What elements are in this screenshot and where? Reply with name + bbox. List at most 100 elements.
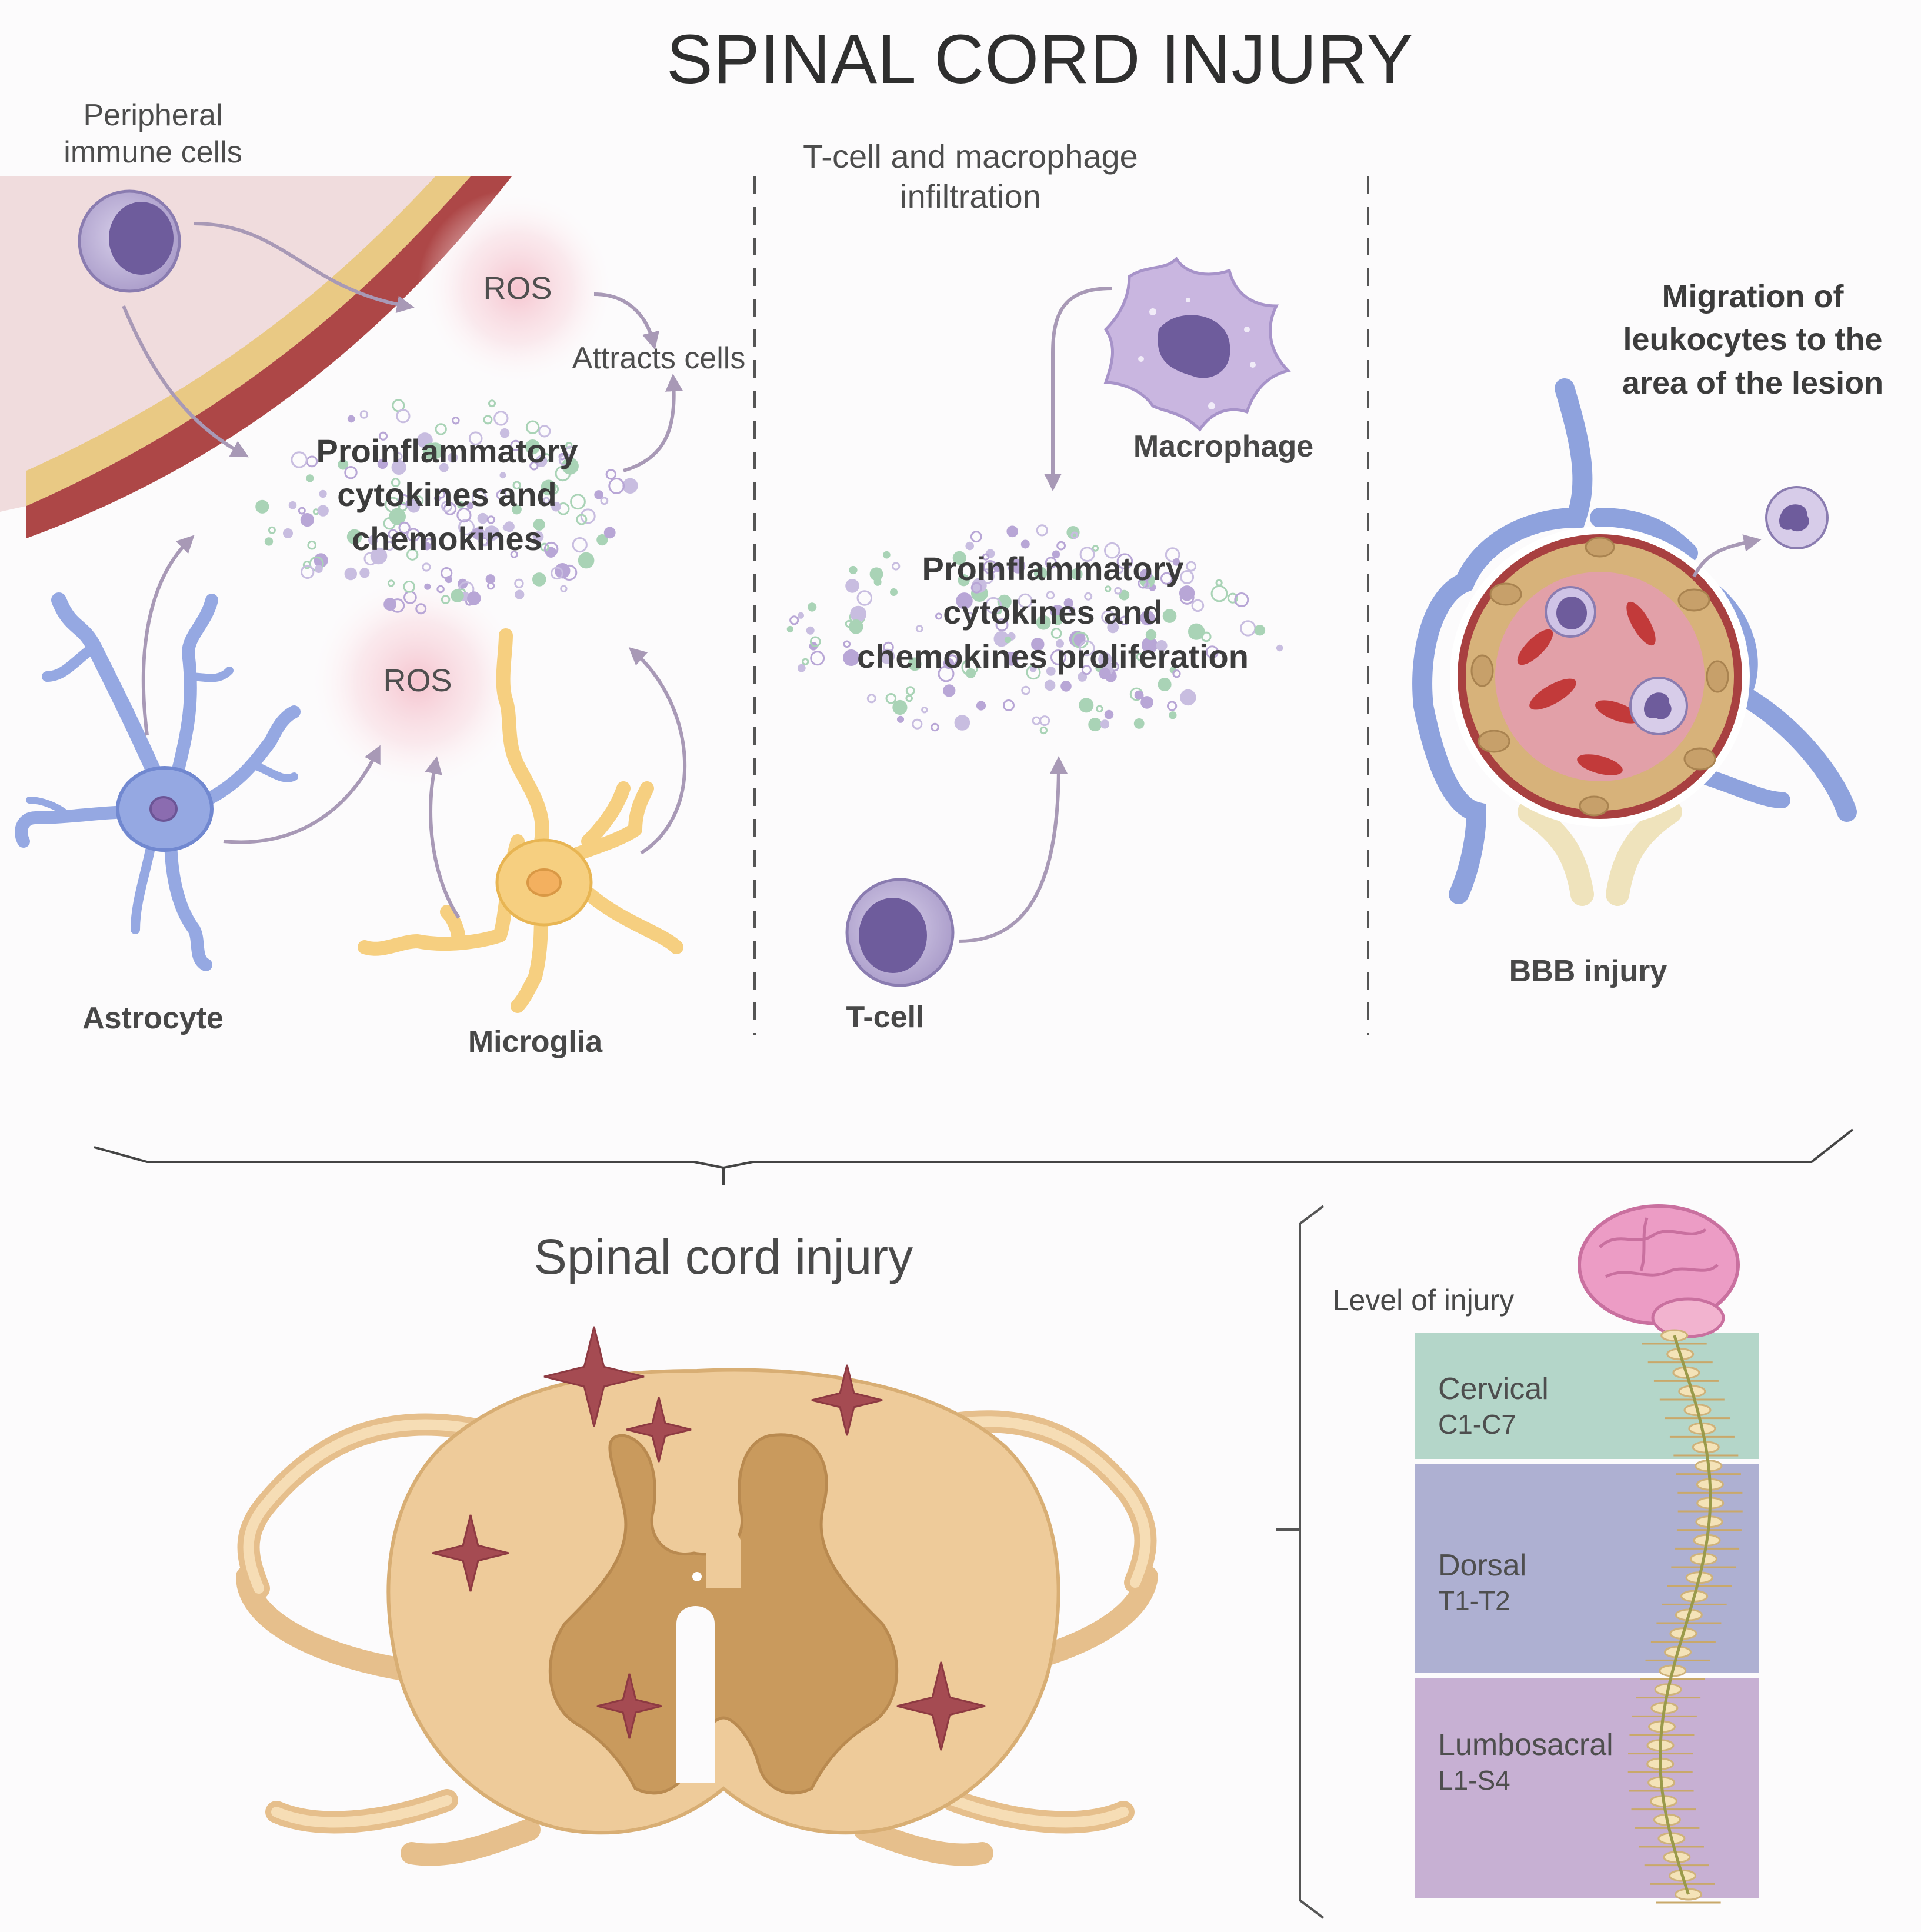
cytokine-dot — [873, 578, 882, 586]
cytokine-dot — [961, 658, 979, 676]
cytokine-dot — [807, 602, 817, 612]
cytokine-dot — [458, 581, 475, 597]
cytokine-dot — [896, 715, 905, 723]
cytokine-dot — [856, 590, 873, 606]
bbb-vessel — [1412, 378, 1857, 906]
cytokine-dot — [1133, 718, 1145, 729]
cytokine-dot — [538, 425, 551, 438]
microglia-cell — [358, 628, 683, 1013]
cytokine-dot — [580, 508, 596, 524]
cytokine-dot — [802, 658, 809, 665]
cytokine-dot — [433, 495, 441, 502]
cytokine-dot — [570, 494, 586, 510]
cytokine-dot — [512, 504, 522, 515]
cytokine-dot — [608, 478, 625, 494]
cytokine-dot — [435, 423, 447, 435]
cytokine-dots-panel1 — [255, 399, 638, 615]
cytokine-dot — [1018, 593, 1033, 608]
cytokine-dot — [377, 458, 388, 469]
cytokine-dot — [1180, 689, 1196, 706]
cytokine-dot — [385, 541, 395, 551]
lesion-star — [543, 1326, 645, 1427]
cytokine-dot — [1160, 572, 1173, 585]
cytokine-dot — [1010, 558, 1026, 574]
cytokine-dot — [1179, 590, 1195, 605]
cytokine-dot — [535, 455, 548, 467]
cytokine-dot — [346, 529, 362, 545]
cytokine-dot — [347, 415, 355, 423]
cytokine-dot — [406, 528, 421, 542]
cytokine-dot — [1169, 711, 1177, 719]
cytokine-dot — [301, 565, 315, 579]
ros-top-glow — [418, 188, 618, 388]
lesion-stars — [432, 1326, 986, 1751]
cytokine-dot — [1021, 685, 1030, 695]
cytokine-dot — [1165, 547, 1180, 562]
macrophage-label: Macrophage — [1133, 429, 1314, 464]
section-brace — [94, 1128, 1854, 1170]
cytokine-dot — [806, 626, 815, 635]
cytokine-dot — [422, 562, 431, 572]
cytokine-dot — [1004, 636, 1012, 644]
cytokine-dot — [1003, 699, 1015, 711]
cytokine-dot — [1191, 599, 1205, 612]
cytokine-dot — [849, 619, 863, 634]
cytokine-dot — [502, 524, 509, 531]
cytokine-dot — [1052, 550, 1060, 558]
cytokine-dot — [394, 452, 403, 461]
cytokine-dot — [529, 461, 539, 471]
macrophage-cell — [1103, 257, 1291, 432]
cytokine-dot — [302, 561, 312, 569]
cytokine-dot — [1101, 610, 1115, 624]
cytokine-dot — [533, 518, 545, 531]
cytokine-dot — [943, 684, 956, 697]
cytokine-dot — [515, 589, 525, 599]
cytokine-dot — [317, 505, 329, 517]
cytokine-dot — [1210, 585, 1228, 602]
ros-top-label: ROS — [483, 271, 552, 306]
cytokine-dot — [1254, 625, 1266, 636]
cytokine-dot — [1095, 664, 1103, 672]
spinal-column-icon — [1627, 1329, 1743, 1904]
cytokine-dot — [1005, 652, 1019, 666]
lesion-star — [626, 1397, 692, 1463]
cytokine-dot — [1031, 638, 1045, 651]
cytokine-dot — [555, 465, 571, 482]
attracts-cells-label: Attracts cells — [572, 341, 746, 375]
cytokine-dot — [1145, 629, 1157, 641]
cytokine-dot — [954, 715, 970, 731]
cytokine-dot — [477, 531, 493, 547]
cytokine-dot — [338, 459, 349, 470]
spinal-cord-cross-section — [236, 1326, 1158, 1866]
cytokine-dot — [1045, 557, 1057, 569]
cytokine-dot — [890, 588, 898, 596]
cytokine-dot — [441, 501, 453, 512]
cytokine-dot — [306, 474, 314, 482]
cytokine-dot — [472, 490, 488, 506]
cytokine-dot — [458, 519, 475, 535]
cytokine-dot — [952, 551, 966, 565]
cytokine-dot — [483, 415, 493, 425]
cytokine-dot — [403, 580, 416, 593]
cytokine-dot — [1107, 621, 1119, 634]
cytokine-dot — [1105, 585, 1112, 592]
cytokine-dot — [843, 640, 851, 648]
cytokine-dot — [1098, 652, 1112, 667]
cytokine-dot — [439, 462, 449, 472]
cytokine-dot — [1046, 667, 1056, 676]
cytokine-dot — [1084, 592, 1093, 601]
cytokine-dot — [319, 489, 327, 498]
cytokine-dot — [572, 537, 588, 553]
microglia-label: Microglia — [468, 1025, 603, 1059]
cytokine-dot — [1188, 623, 1205, 640]
panel2-arrows — [958, 287, 1112, 943]
cytokine-dot — [1079, 640, 1095, 657]
cytokine-dot — [291, 451, 308, 468]
cytokine-dot — [363, 552, 378, 566]
cytokine-dot — [1100, 719, 1110, 729]
cytokine-dot — [892, 699, 908, 715]
brain-icon — [1578, 1204, 1740, 1338]
